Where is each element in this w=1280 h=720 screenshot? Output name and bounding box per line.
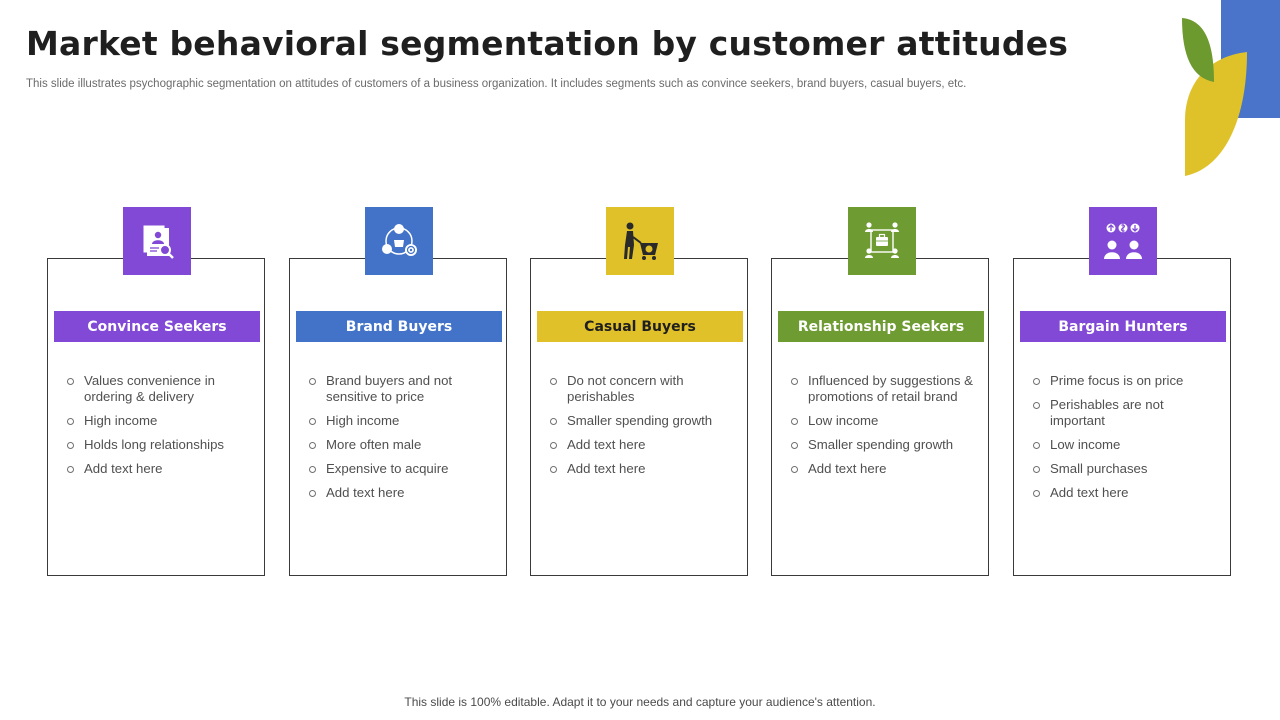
bullet-item: More often male — [304, 437, 496, 453]
bullet-item: Influenced by suggestions & promotions o… — [786, 373, 978, 405]
bullet-item: Smaller spending growth — [786, 437, 978, 453]
segment-header: Relationship Seekers — [778, 311, 984, 342]
corner-green-leaf — [1182, 18, 1214, 82]
bullet-item: Prime focus is on price — [1028, 373, 1220, 389]
segment-bullet-list: Brand buyers and not sensitive to price … — [304, 373, 496, 509]
bullet-item: High income — [304, 413, 496, 429]
segment-card: Brand Buyers Brand buyers and not sensit… — [289, 258, 507, 576]
people-network-briefcase-icon — [848, 207, 916, 275]
segment-bullet-list: Do not concern with perishables Smaller … — [545, 373, 737, 485]
segment-bullet-list: Influenced by suggestions & promotions o… — [786, 373, 978, 485]
bullet-item: Add text here — [62, 461, 254, 477]
bullet-item: Do not concern with perishables — [545, 373, 737, 405]
slide-title: Market behavioral segmentation by custom… — [26, 24, 1069, 63]
slide-subtitle: This slide illustrates psychographic seg… — [26, 78, 967, 90]
bullet-item: Add text here — [1028, 485, 1220, 501]
bullet-item: Holds long relationships — [62, 437, 254, 453]
corner-yellow-leaf — [1185, 52, 1247, 176]
bullet-item: High income — [62, 413, 254, 429]
bullet-item: Small purchases — [1028, 461, 1220, 477]
profile-document-search-icon — [123, 207, 191, 275]
bullet-item: Brand buyers and not sensitive to price — [304, 373, 496, 405]
segment-card: Convince Seekers Values convenience in o… — [47, 258, 265, 576]
bullet-item: Low income — [786, 413, 978, 429]
segment-bullet-list: Values convenience in ordering & deliver… — [62, 373, 254, 485]
bullet-item: Low income — [1028, 437, 1220, 453]
brand-network-target-icon — [365, 207, 433, 275]
bullet-item: Smaller spending growth — [545, 413, 737, 429]
slide-footer: This slide is 100% editable. Adapt it to… — [404, 695, 876, 709]
shopper-cart-icon — [606, 207, 674, 275]
segment-card: Casual Buyers Do not concern with perish… — [530, 258, 748, 576]
bullet-item: Values convenience in ordering & deliver… — [62, 373, 254, 405]
bullet-item: Add text here — [545, 437, 737, 453]
segment-header: Convince Seekers — [54, 311, 260, 342]
bullet-item: Add text here — [545, 461, 737, 477]
segment-card: Relationship Seekers Influenced by sugge… — [771, 258, 989, 576]
segment-header: Casual Buyers — [537, 311, 743, 342]
segment-card: Bargain Hunters Prime focus is on price … — [1013, 258, 1231, 576]
people-price-exchange-icon — [1089, 207, 1157, 275]
bullet-item: Add text here — [304, 485, 496, 501]
corner-blue-block — [1221, 0, 1280, 118]
bullet-item: Add text here — [786, 461, 978, 477]
segment-header: Bargain Hunters — [1020, 311, 1226, 342]
bullet-item: Perishables are not important — [1028, 397, 1220, 429]
bullet-item: Expensive to acquire — [304, 461, 496, 477]
segment-header: Brand Buyers — [296, 311, 502, 342]
segment-bullet-list: Prime focus is on price Perishables are … — [1028, 373, 1220, 509]
